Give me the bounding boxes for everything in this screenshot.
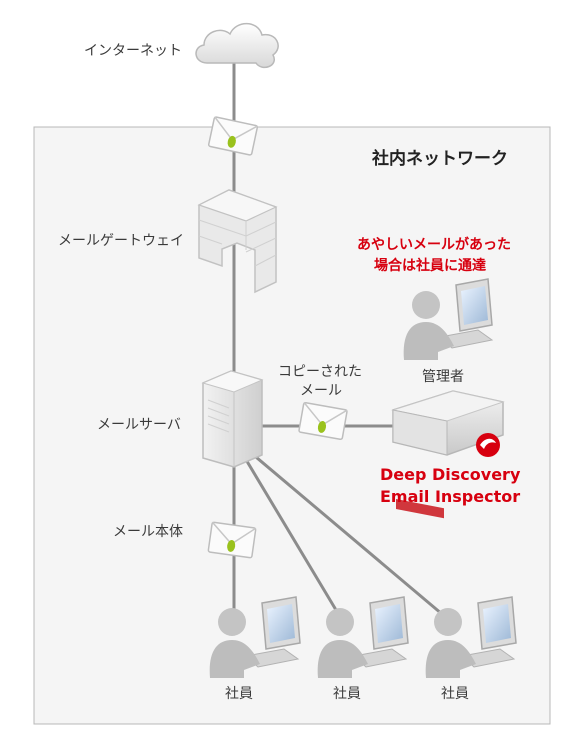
employee-person-icon-2 [317, 596, 409, 678]
alert-line-2: 場合は社員に通達 [374, 258, 486, 274]
employee-person-icon-3 [425, 596, 517, 678]
employee-label-1: 社員 [225, 686, 253, 702]
envelope-icon-internet [207, 116, 259, 156]
admin-label: 管理者 [422, 369, 464, 385]
deep-discovery-appliance-icon [391, 390, 505, 519]
mail-gateway-label: メールゲートウェイ [58, 233, 184, 249]
employee-person-icon-1 [209, 596, 301, 678]
copied-mail-label-line-1: コピーされた [278, 364, 362, 380]
alert-line-1: あやしいメールがあった [357, 237, 511, 253]
mail-gateway-firewall-icon [197, 189, 278, 294]
employee-label-2: 社員 [333, 686, 361, 702]
internet-label: インターネット [84, 43, 182, 59]
product-name-line-2: Email Inspector [380, 487, 521, 506]
envelope-icon-mail-body [207, 521, 257, 559]
internal-network-title: 社内ネットワーク [372, 149, 508, 169]
copied-mail-label-line-2: メール [300, 383, 342, 399]
employee-label-3: 社員 [441, 686, 469, 702]
envelope-icon-copied-mail [298, 401, 348, 441]
admin-person-icon [403, 278, 494, 360]
mail-body-label: メール本体 [113, 524, 183, 540]
mail-server-label: メールサーバ [97, 417, 181, 433]
mail-server-icon [201, 370, 264, 468]
product-name-line-1: Deep Discovery [380, 465, 521, 484]
internet-cloud-icon [195, 22, 279, 69]
